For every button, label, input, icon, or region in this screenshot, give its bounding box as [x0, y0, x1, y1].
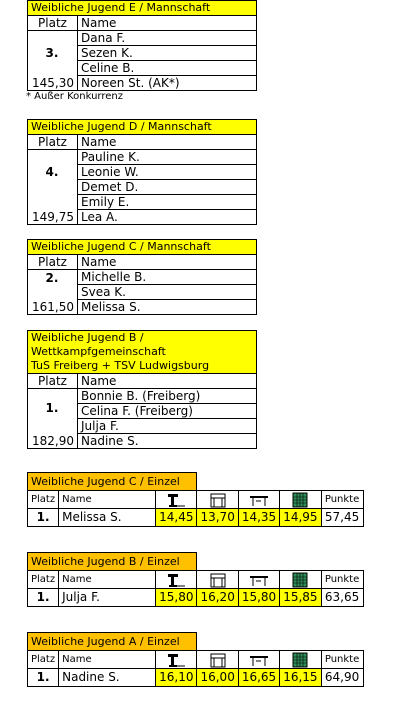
- score-total: 63,65: [320, 588, 364, 607]
- vault-icon: [155, 490, 198, 509]
- col-points: Punkte: [320, 570, 364, 589]
- single-rank: 1.: [26, 668, 60, 687]
- team-title-line: Weibliche Jugend B /: [31, 331, 144, 345]
- col-name: Name: [77, 15, 257, 31]
- uneven-bars-icon: [196, 650, 239, 669]
- col-points: Punkte: [320, 490, 364, 509]
- score-floor: 14,95: [279, 508, 322, 527]
- score-floor: 16,15: [279, 668, 322, 687]
- member: Svea K.: [77, 284, 257, 300]
- team-score: 161,50: [27, 299, 78, 315]
- score-vault: 15,80: [155, 588, 198, 607]
- team-table-d: Weibliche Jugend D / Mannschaft Platz Na…: [27, 119, 257, 225]
- vault-icon: [155, 650, 198, 669]
- score-total: 64,90: [320, 668, 364, 687]
- col-platz: Platz: [27, 15, 78, 31]
- team-rank: 2.: [45, 271, 59, 285]
- member: Celina F. (Freiberg): [77, 403, 257, 419]
- member: Leonie W.: [77, 164, 257, 180]
- balance-beam-icon: [237, 570, 281, 589]
- team-title: Weibliche Jugend B / Wettkampfgemeinscha…: [27, 330, 257, 374]
- col-name: Name: [77, 134, 257, 150]
- score-vault: 14,45: [155, 508, 198, 527]
- member: Sezen K.: [77, 45, 257, 61]
- balance-beam-icon: [237, 490, 281, 509]
- single-rank: 1.: [26, 588, 60, 607]
- col-platz: Platz: [27, 134, 78, 150]
- single-table-c: Weibliche Jugend C / Einzel Platz Name P…: [26, 472, 364, 527]
- team-table-b: Weibliche Jugend B / Wettkampfgemeinscha…: [27, 330, 257, 449]
- member: Emily E.: [77, 194, 257, 210]
- single-title: Weibliche Jugend A / Einzel: [26, 632, 198, 651]
- col-name: Name: [58, 490, 157, 509]
- team-table-c: Weibliche Jugend C / Mannschaft Platz Na…: [27, 239, 257, 315]
- team-score: 145,30: [27, 75, 78, 91]
- col-platz: Platz: [27, 254, 78, 270]
- col-platz: Platz: [26, 650, 60, 669]
- score-bars: 13,70: [196, 508, 239, 527]
- team-title-line: Wettkampfgemeinschaft: [31, 345, 166, 358]
- balance-beam-icon: [237, 650, 281, 669]
- col-platz: Platz: [26, 570, 60, 589]
- team-title-line: TuS Freiberg + TSV Ludwigsburg: [31, 359, 210, 372]
- member: Celine B.: [77, 60, 257, 76]
- score-bars: 16,00: [196, 668, 239, 687]
- single-title: Weibliche Jugend B / Einzel: [26, 552, 198, 571]
- col-platz: Platz: [27, 373, 78, 389]
- member: Bonnie B. (Freiberg): [77, 388, 257, 404]
- score-beam: 16,65: [237, 668, 281, 687]
- team-score: 149,75: [27, 209, 78, 225]
- floor-mat-icon: [279, 490, 322, 509]
- score-beam: 14,35: [237, 508, 281, 527]
- col-name: Name: [58, 570, 157, 589]
- col-name: Name: [77, 254, 257, 270]
- col-points: Punkte: [320, 650, 364, 669]
- vault-icon: [155, 570, 198, 589]
- score-vault: 16,10: [155, 668, 198, 687]
- floor-mat-icon: [279, 570, 322, 589]
- single-name: Julja F.: [58, 588, 157, 607]
- team-title: Weibliche Jugend D / Mannschaft: [27, 119, 257, 135]
- member: Nadine S.: [77, 433, 257, 449]
- single-rank: 1.: [26, 508, 60, 527]
- uneven-bars-icon: [196, 490, 239, 509]
- member: Michelle B.: [77, 269, 257, 285]
- team-rank: 3.: [45, 46, 59, 60]
- score-floor: 15,85: [279, 588, 322, 607]
- member: Julja F.: [77, 418, 257, 434]
- member: Dana F.: [77, 30, 257, 46]
- uneven-bars-icon: [196, 570, 239, 589]
- team-rank: 1.: [45, 401, 59, 415]
- col-name: Name: [58, 650, 157, 669]
- col-platz: Platz: [26, 490, 60, 509]
- single-table-a: Weibliche Jugend A / Einzel Platz Name P…: [26, 632, 364, 687]
- score-bars: 16,20: [196, 588, 239, 607]
- score-total: 57,45: [320, 508, 364, 527]
- footnote: * Außer Konkurrenz: [26, 91, 124, 102]
- member: Noreen St. (AK*): [77, 75, 257, 91]
- member: Pauline K.: [77, 149, 257, 165]
- single-name: Nadine S.: [58, 668, 157, 687]
- member: Lea A.: [77, 209, 257, 225]
- single-table-b: Weibliche Jugend B / Einzel Platz Name P…: [26, 552, 364, 607]
- member: Melissa S.: [77, 299, 257, 315]
- col-name: Name: [77, 373, 257, 389]
- team-title: Weibliche Jugend E / Mannschaft: [27, 0, 257, 16]
- team-rank: 4.: [45, 165, 59, 179]
- team-score: 182,90: [27, 433, 78, 449]
- single-title: Weibliche Jugend C / Einzel: [26, 472, 198, 491]
- team-table-e: Weibliche Jugend E / Mannschaft Platz Na…: [26, 0, 257, 103]
- member: Demet D.: [77, 179, 257, 195]
- team-title: Weibliche Jugend C / Mannschaft: [27, 239, 257, 255]
- floor-mat-icon: [279, 650, 322, 669]
- score-beam: 15,80: [237, 588, 281, 607]
- single-name: Melissa S.: [58, 508, 157, 527]
